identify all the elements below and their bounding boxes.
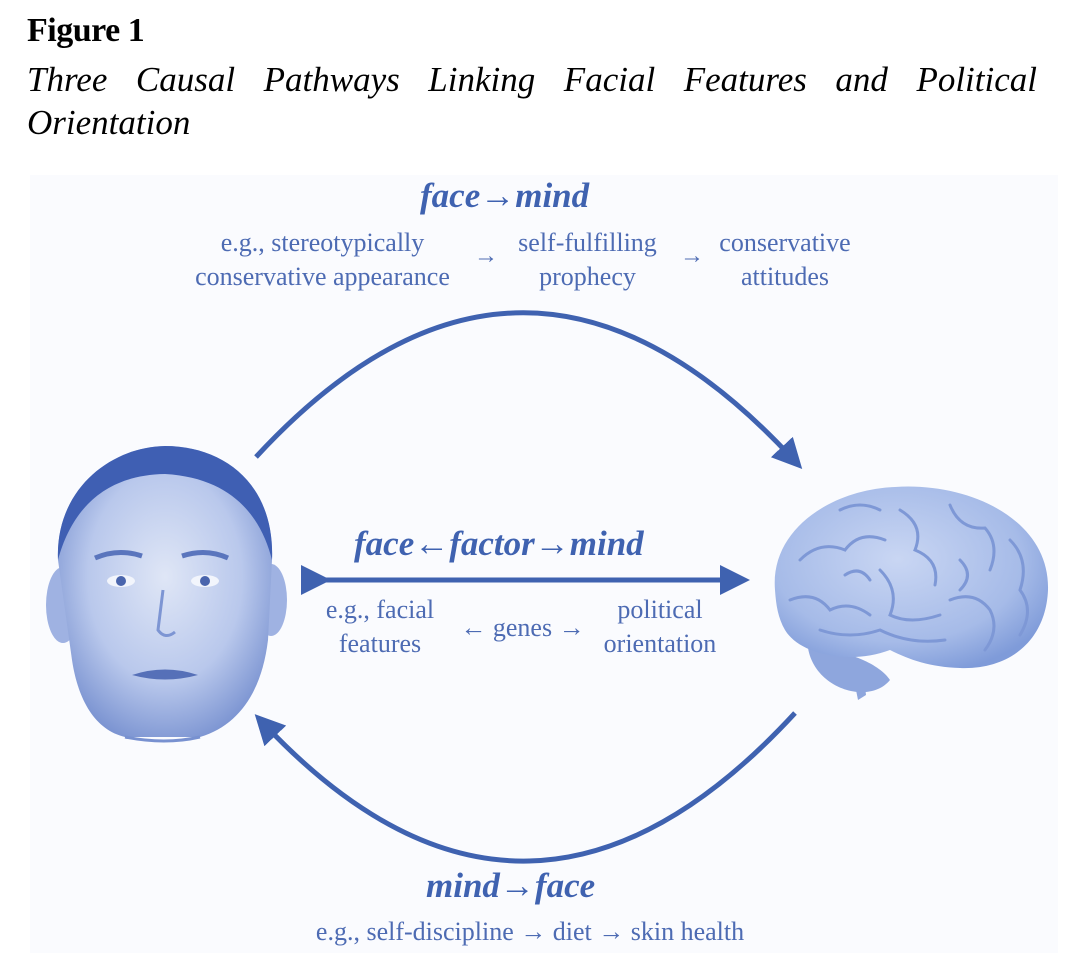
- figure-title: Three Causal Pathways Linking Facial Fea…: [27, 60, 1037, 142]
- factor-left-line-1: e.g., facial: [325, 595, 435, 624]
- face-right-brow: [181, 550, 230, 561]
- face-head: [57, 446, 273, 737]
- example-2-line-2: prophecy: [539, 262, 636, 291]
- brain-gyri: [788, 503, 1029, 652]
- pathway-mind-to-face-example: e.g., self-discipline → diet → skin heal…: [315, 917, 745, 946]
- example-1-line-2: conservative appearance: [195, 262, 450, 291]
- face-left-brow: [94, 550, 143, 561]
- face-chin: [124, 735, 201, 743]
- example-1-line-1: e.g., stereotypically: [220, 228, 425, 257]
- example-3-line-2: attitudes: [740, 262, 830, 291]
- factor-right-line-1: political: [617, 595, 703, 624]
- pathway-face-to-mind-example-1: e.g., stereotypically conservative appea…: [175, 226, 470, 294]
- arrow-face-to-mind: [254, 310, 803, 469]
- brain-stem: [850, 660, 866, 700]
- pathway-face-to-mind-arrow-2: →: [680, 243, 704, 269]
- example-3-line-1: conservative: [719, 228, 851, 257]
- pathway-factor-title: face←factor→mind: [354, 524, 644, 563]
- pathway-mind-to-face-title: mind→face: [426, 866, 596, 905]
- pathway-factor-left: e.g., facial features: [305, 593, 455, 661]
- brain-cerebrum: [774, 486, 1049, 669]
- face-hair: [57, 446, 273, 560]
- pathway-factor-middle: ← genes →: [460, 613, 585, 642]
- face-left-pupil: [116, 576, 126, 586]
- face-right-pupil: [200, 576, 210, 586]
- factor-left-line-2: features: [338, 629, 422, 658]
- pathway-face-to-mind-arrow-1: →: [474, 243, 498, 269]
- figure-label: Figure 1: [27, 12, 145, 49]
- face-mouth: [132, 669, 198, 680]
- factor-right-line-2: orientation: [603, 629, 717, 658]
- arrow-mind-to-face: [254, 711, 797, 864]
- pathway-face-to-mind-example-2: self-fulfilling prophecy: [500, 226, 675, 294]
- pathway-face-to-mind-title: face→mind: [420, 176, 590, 215]
- example-2-line-1: self-fulfilling: [518, 228, 657, 257]
- face-nose: [156, 589, 176, 637]
- pathway-face-to-mind-example-3: conservative attitudes: [705, 226, 865, 294]
- brain-cerebellum: [808, 648, 890, 693]
- pathway-factor-right: political orientation: [590, 593, 730, 661]
